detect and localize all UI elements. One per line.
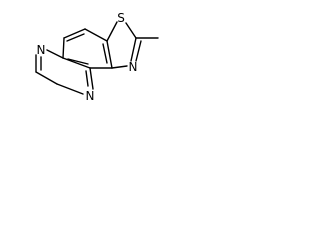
bond-n-c9a (111, 65, 128, 69)
atom-label-nitrogen-thiazole: N (129, 60, 138, 74)
bond-c5a-n-top (46, 49, 64, 59)
bond-n-bottom-c9b-inner (85, 70, 89, 87)
molecule-structure: S N N N (35, 11, 159, 103)
bond-c5-c5a (62, 37, 65, 59)
bond-c3a-c4 (84, 28, 108, 42)
structure-canvas: S N N N (0, 0, 179, 125)
bond-group (35, 21, 159, 95)
bond-c9a-c3a-outer (106, 40, 113, 69)
atom-label-sulfur: S (117, 11, 125, 25)
bond-c7-n-bottom (56, 83, 84, 95)
bond-s-c2 (125, 22, 137, 39)
bond-c5a-c9b-outer (62, 57, 91, 69)
bond-c6-c7 (35, 71, 58, 85)
bond-c2-n-inner (135, 40, 142, 62)
atom-label-nitrogen-pyrazine-top: N (37, 43, 46, 57)
bond-c3a-s (106, 21, 118, 42)
bond-c5a-c9b-inner (67, 58, 89, 65)
bond-c9a-c3a-inner (102, 43, 108, 64)
bond-c4-c5-inner (66, 33, 85, 42)
bond-c4-c5-outer (63, 28, 86, 39)
bond-c2-n-outer (130, 37, 137, 62)
atom-label-nitrogen-pyrazine-bottom: N (86, 89, 95, 103)
bond-n-bottom-c9b-outer (89, 67, 94, 90)
